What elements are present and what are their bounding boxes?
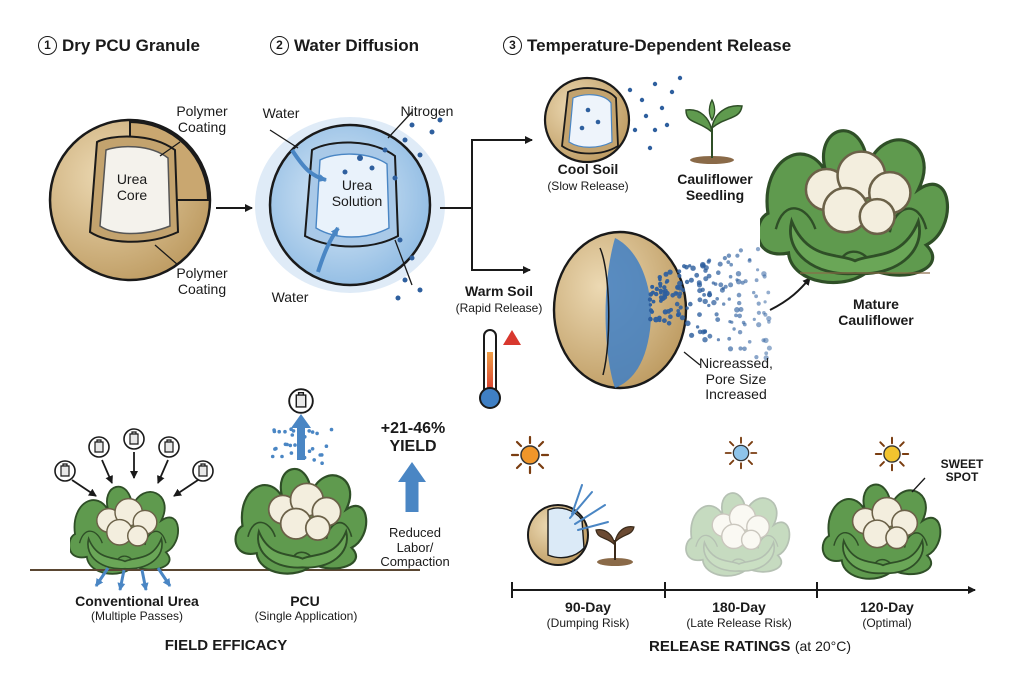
dumping-granule (527, 484, 635, 566)
runoff-arrows (94, 567, 172, 591)
arrow-water-in-bottom (316, 226, 340, 273)
rating-90-sub: (Dumping Risk) (546, 616, 630, 630)
seedling-label: Cauliflower Seedling (677, 171, 753, 203)
cool-soil-sub: (Slow Release) (547, 179, 629, 193)
pcu-title: PCU (290, 593, 320, 609)
rating-120-title: 120-Day (860, 599, 914, 615)
arrow-water-in-top (290, 148, 327, 182)
label-nitrogen: Nitrogen (400, 103, 454, 119)
fertilizer-bag-icon (54, 460, 76, 482)
pore-size-note: Nicreassed, Pore Size Increased (699, 355, 773, 403)
label-water-bottom: Water (271, 289, 309, 305)
pcu-sub: (Single Application) (254, 609, 358, 623)
sweet-spot-label: SWEET SPOT (940, 457, 984, 485)
wet-granule (255, 117, 445, 301)
arrow-to-warm (471, 208, 531, 274)
fertilizer-bag-icon (88, 436, 110, 458)
leader-pore (394, 239, 413, 286)
arrow-to-mature (769, 277, 811, 311)
rating-180-sub: (Late Release Risk) (686, 616, 792, 630)
leader-coating-bottom (154, 244, 179, 266)
sun-icon (874, 436, 910, 472)
label-coating-bottom: Polymer Coating (176, 265, 228, 297)
sun-icon (510, 435, 550, 475)
leader-water-top (269, 129, 299, 149)
conventional-sub: (Multiple Passes) (90, 609, 184, 623)
pcu-cauliflower (234, 467, 368, 575)
yield-arrow (398, 462, 426, 512)
optimal-cauliflower (821, 483, 942, 580)
conventional-title: Conventional Urea (75, 593, 199, 609)
late-release-cauliflower (685, 492, 791, 577)
sun-icon (724, 436, 758, 470)
label-urea-solution: Urea Solution (331, 177, 383, 209)
reduced-labor-label: Reduced Labor/ Compaction (380, 525, 450, 570)
nitrogen-spray (647, 231, 772, 361)
application-arrows (71, 452, 199, 497)
pcu-granule (48, 118, 212, 282)
seedling-illustration (685, 98, 743, 164)
label-coating-top: Polymer Coating (176, 103, 228, 135)
warm-soil-title: Warm Soil (465, 283, 533, 299)
leader-pore-note (683, 351, 701, 366)
rating-120-sub: (Optimal) (862, 616, 912, 630)
leader-nitrogen (387, 111, 413, 139)
yield-label: +21-46% YIELD (380, 420, 446, 455)
fertilizer-bag-icon (158, 436, 180, 458)
warm-soil-sub: (Rapid Release) (455, 301, 543, 315)
fertilizer-bag-icon (123, 428, 145, 450)
rating-180-title: 180-Day (712, 599, 766, 615)
fertilizer-bag-icon (288, 388, 314, 414)
fertilizer-bag-icon (192, 460, 214, 482)
conventional-cauliflower (70, 485, 180, 575)
mature-label: Mature Cauliflower (838, 296, 914, 328)
leader-coating-top (159, 141, 181, 157)
cool-granule (543, 75, 683, 164)
thermometer-icon (479, 329, 521, 409)
cool-soil-title: Cool Soil (557, 161, 619, 177)
warm-granule (552, 230, 688, 390)
rating-90-title: 90-Day (565, 599, 611, 615)
field-efficacy-footer: FIELD EFFICACY (164, 637, 288, 654)
label-water-top: Water (262, 105, 300, 121)
pcu-uptake (270, 414, 334, 466)
release-ratings-footer: RELEASE RATINGS (at 20°C) (648, 638, 852, 655)
mature-cauliflower (760, 129, 950, 285)
label-urea-core: Urea Core (116, 171, 148, 203)
arrow-to-cool (440, 136, 533, 209)
